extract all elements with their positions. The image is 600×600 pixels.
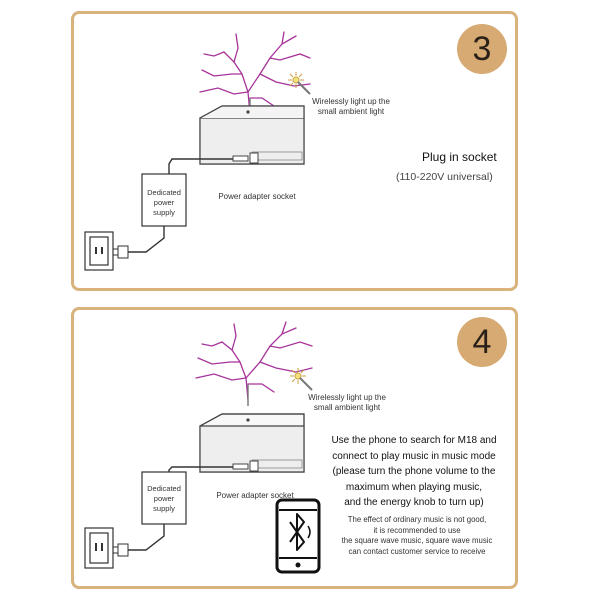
step-4-panel: 4 Wirelessly light up the small ambient … [71,307,518,589]
plasma-arc-icon [199,31,311,115]
step-3-illustration [84,31,311,271]
power-supply-label: Dedicated power supply [147,484,181,513]
power-supply-box [141,471,187,525]
wall-outlet-icon [84,231,114,271]
note-text: The effect of ordinary music is not good… [341,515,493,556]
step-3-panel: 3 Wirelessly light up the small ambient … [71,11,518,291]
bluetooth-phone-icon [275,498,321,574]
sparkle-icon [288,72,311,95]
power-supply-label: Dedicated power supply [147,188,181,217]
wall-outlet-icon [84,527,114,569]
device-box [199,413,305,473]
light-label: Wirelessly light up the small ambient li… [308,393,386,412]
plasma-arc-icon [195,321,313,401]
socket-label: Power adapter socket [218,192,296,201]
device-box [199,105,305,165]
step-4-illustration [84,321,321,574]
step-subtitle: (110-220V universal) [396,171,493,183]
power-supply-box [141,173,187,227]
step-number-badge: 4 [457,317,507,367]
instruction-text: Use the phone to search for M18 and conn… [331,435,497,508]
sparkle-icon [290,368,313,391]
light-label: Wirelessly light up the small ambient li… [312,97,390,116]
socket-label: Power adapter socket [216,491,294,500]
step-number-badge: 3 [457,24,507,74]
step-title: Plug in socket [422,150,497,164]
